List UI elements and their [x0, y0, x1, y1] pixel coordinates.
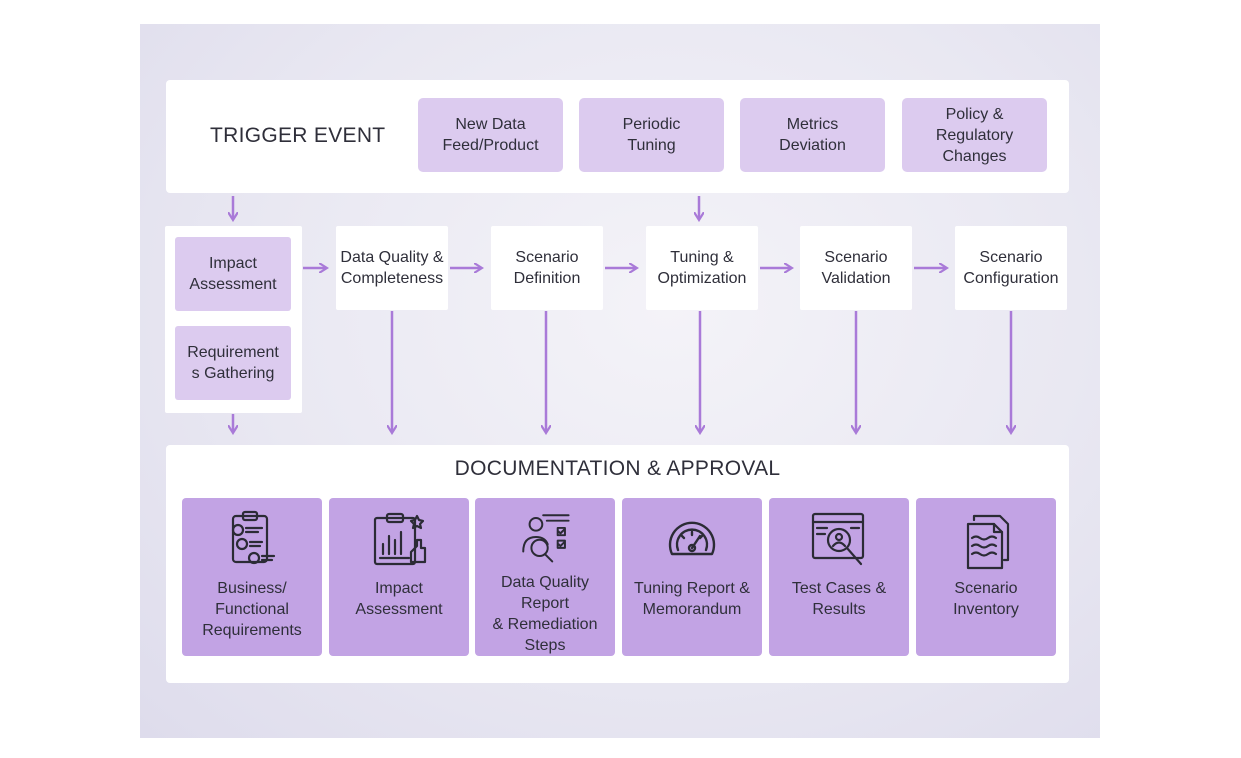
- documentation-title: DOCUMENTATION & APPROVAL: [454, 457, 781, 480]
- analyst-checklist-icon: [522, 514, 570, 563]
- doc-tuning-report: Tuning Report &Memorandum: [622, 498, 762, 656]
- chart-report-icon: [373, 512, 427, 566]
- doc-test-cases: Test Cases &Results: [769, 498, 909, 656]
- magnifier-screen-icon: [811, 512, 865, 566]
- gauge-icon: [668, 521, 716, 556]
- process-data-quality: Data Quality &Completeness: [336, 226, 448, 310]
- document-stack-icon: [966, 514, 1010, 570]
- numbered-checklist-icon: [231, 510, 276, 565]
- process-tuning-optimization: Tuning &Optimization: [646, 226, 758, 310]
- trigger-title: TRIGGER EVENT: [210, 124, 386, 147]
